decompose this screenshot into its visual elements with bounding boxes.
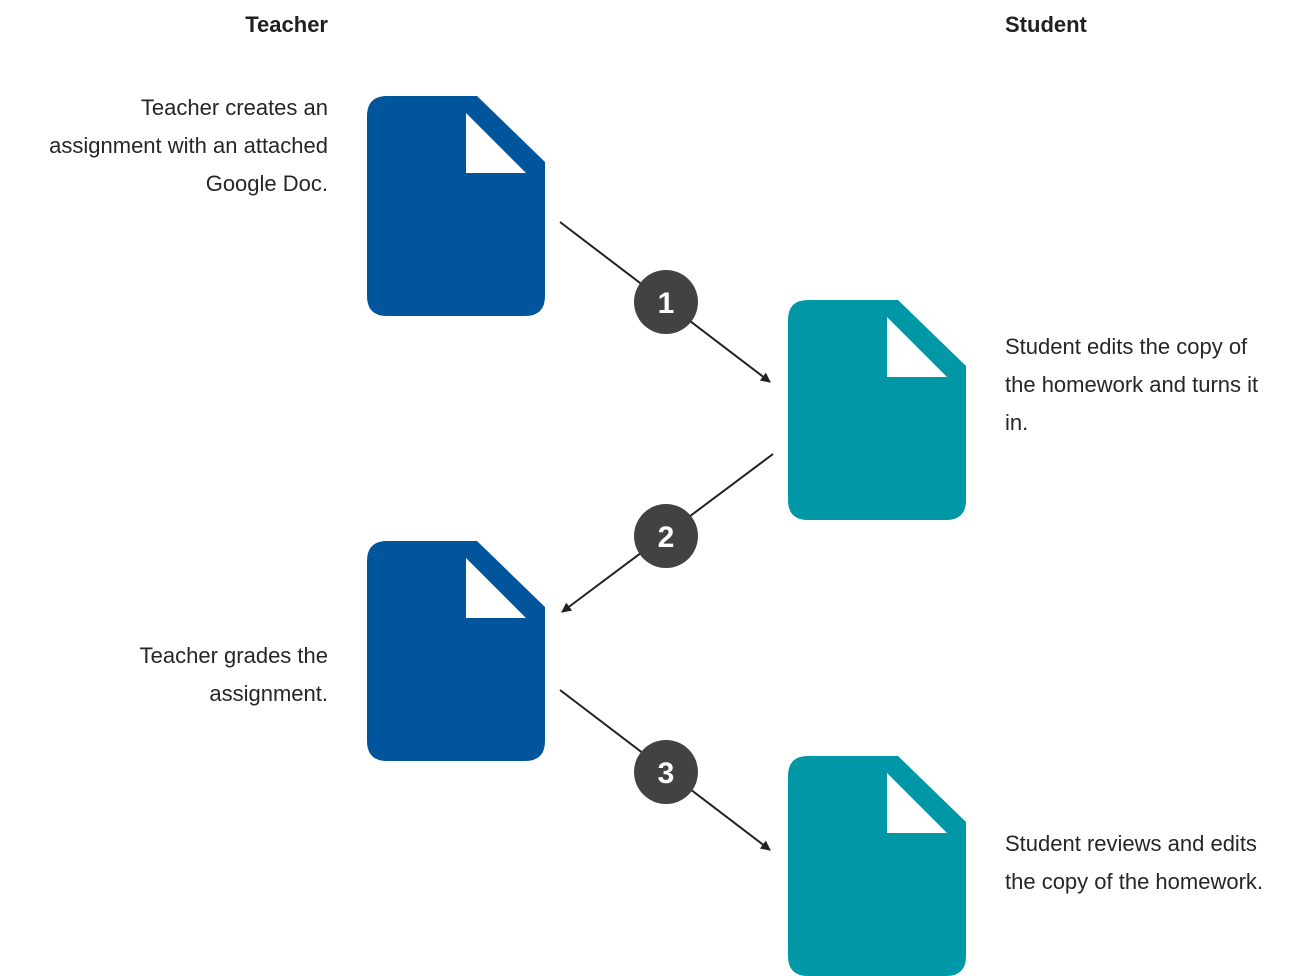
description-line: Google Doc.: [205, 171, 328, 196]
student-review-description: Student reviews and edits the copy of th…: [1005, 825, 1263, 901]
step-number: 1: [658, 287, 675, 320]
arrow-step-1: [559, 221, 771, 383]
step-badge-1: 1: [634, 270, 698, 334]
teacher-column-header: Teacher: [245, 12, 328, 37]
description-line: Teacher creates an: [140, 95, 328, 120]
student-column-header: Student: [1005, 12, 1087, 37]
teacher-document-icon: [367, 541, 545, 761]
teacher-grade-description: Teacher grades the assignment.: [140, 637, 328, 713]
description-line: Student reviews and edits: [1005, 831, 1257, 856]
step-number: 2: [658, 521, 675, 554]
teacher-create-description: Teacher creates an assignment with an at…: [49, 89, 328, 203]
description-line: assignment.: [209, 681, 328, 706]
teacher-document-icon: [367, 96, 545, 316]
student-edit-description: Student edits the copy of the homework a…: [1005, 328, 1258, 442]
step-number: 3: [658, 757, 675, 790]
step-badge-2: 2: [634, 504, 698, 568]
description-line: assignment with an attached: [49, 133, 328, 158]
description-line: Student edits the copy of: [1005, 334, 1248, 359]
description-line: the homework and turns it: [1005, 372, 1259, 397]
description-line: the copy of the homework.: [1005, 869, 1264, 894]
arrow-step-2: [561, 453, 774, 613]
arrow-step-3: [559, 689, 771, 851]
description-line: Teacher grades the: [139, 643, 328, 668]
student-document-icon: [788, 300, 966, 520]
description-line: in.: [1005, 410, 1029, 435]
student-document-icon: [788, 756, 966, 976]
step-badge-3: 3: [634, 740, 698, 804]
